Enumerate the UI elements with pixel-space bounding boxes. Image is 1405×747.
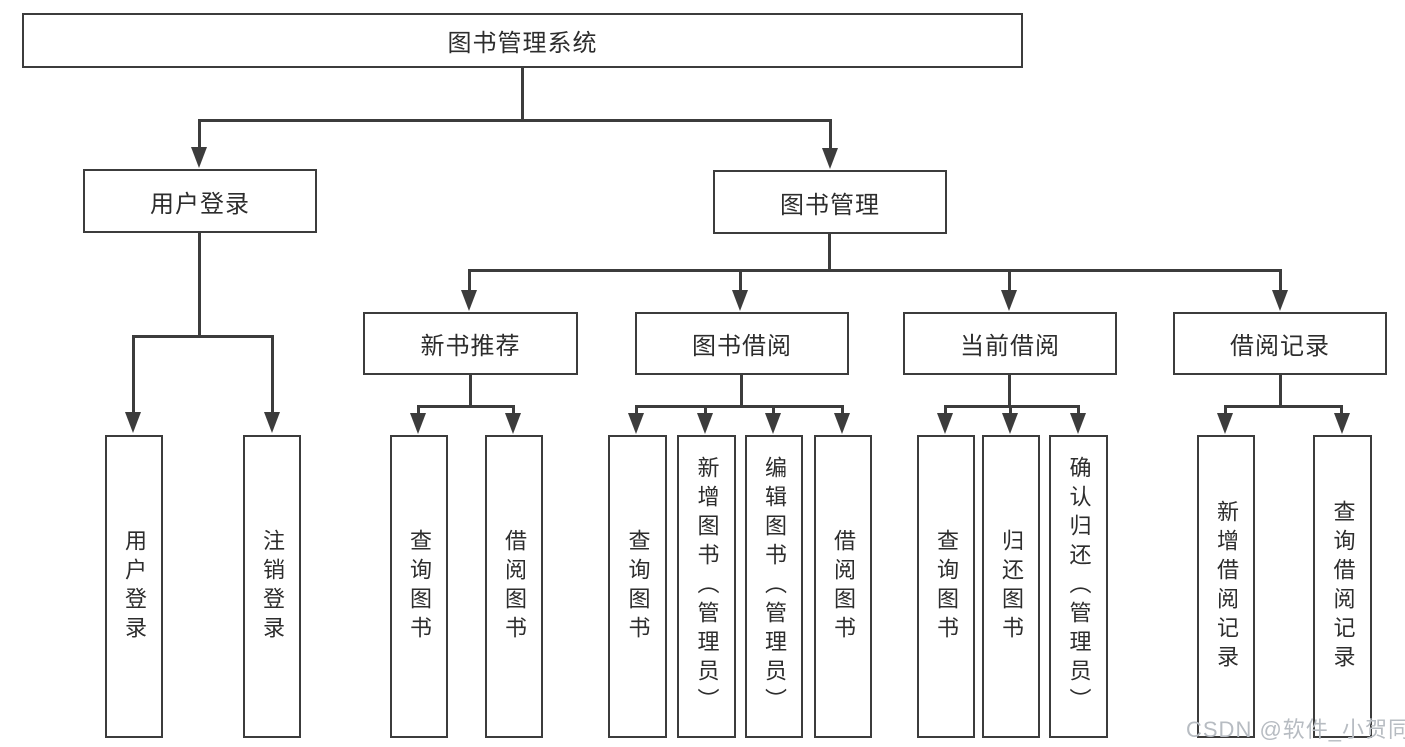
connector-line [417,405,515,408]
arrow-down-icon [1002,413,1018,434]
connector-line [1009,405,1012,415]
leaf-user-login: 用户登录 [105,435,163,738]
connector-line [521,68,524,121]
connector-line [1340,405,1343,415]
leaf-query-books-borrowing: 查询图书 [608,435,667,738]
node-new-book-recommend: 新书推荐 [363,312,578,375]
connector-line [132,335,274,338]
connector-line [468,269,471,291]
connector-line [198,233,201,338]
connector-line [829,119,832,150]
connector-line [271,335,274,412]
arrow-down-icon [1217,413,1233,434]
connector-line [841,405,844,415]
arrow-down-icon [765,413,781,434]
arrow-down-icon [937,413,953,434]
watermark: CSDN @软件_小贺同学 [1186,717,1405,742]
arrow-down-icon [264,412,280,433]
connector-line [198,119,832,122]
arrow-down-icon [461,290,477,311]
connector-line [944,405,947,415]
node-user-login: 用户登录 [83,169,317,233]
leaf-query-books-recommend: 查询图书 [390,435,448,738]
connector-line [512,405,515,415]
connector-line [635,405,844,408]
arrow-down-icon [410,413,426,434]
arrow-down-icon [628,413,644,434]
arrow-down-icon [1070,413,1086,434]
connector-line [740,375,743,408]
leaf-query-books-current: 查询图书 [917,435,975,738]
connector-line [828,234,831,271]
node-library-management-system: 图书管理系统 [22,13,1023,68]
leaf-edit-book-admin: 编辑图书（管理员） [745,435,803,738]
leaf-return-book: 归还图书 [982,435,1040,738]
connector-line [132,335,135,412]
connector-line [417,405,420,415]
connector-line [1224,405,1227,415]
connector-line [468,269,1282,272]
arrow-down-icon [191,147,207,168]
connector-line [1077,405,1080,415]
node-book-borrowing: 图书借阅 [635,312,849,375]
connector-line [1279,375,1282,408]
connector-line [704,405,707,415]
arrow-down-icon [125,412,141,433]
leaf-borrow-books-recommend: 借阅图书 [485,435,543,738]
leaf-confirm-return-admin: 确认归还（管理员） [1049,435,1108,738]
arrow-down-icon [732,290,748,311]
connector-line [198,119,201,150]
node-borrowing-records: 借阅记录 [1173,312,1387,375]
arrow-down-icon [834,413,850,434]
arrow-down-icon [697,413,713,434]
leaf-add-borrow-record: 新增借阅记录 [1197,435,1255,738]
connector-line [635,405,638,415]
arrow-down-icon [1272,290,1288,311]
connector-line [739,269,742,291]
connector-line [1279,269,1282,291]
arrow-down-icon [505,413,521,434]
connector-line [1008,269,1011,291]
node-book-management: 图书管理 [713,170,947,234]
connector-line [772,405,775,415]
connector-line [1224,405,1343,408]
arrow-down-icon [1001,290,1017,311]
connector-line [944,405,1080,408]
leaf-query-borrow-record: 查询借阅记录 [1313,435,1372,738]
node-current-borrowing: 当前借阅 [903,312,1117,375]
leaf-logout: 注销登录 [243,435,301,738]
leaf-add-book-admin: 新增图书（管理员） [677,435,736,738]
arrow-down-icon [1334,413,1350,434]
arrow-down-icon [822,148,838,169]
connector-line [1008,375,1011,408]
leaf-borrow-books: 借阅图书 [814,435,872,738]
connector-line [469,375,472,408]
